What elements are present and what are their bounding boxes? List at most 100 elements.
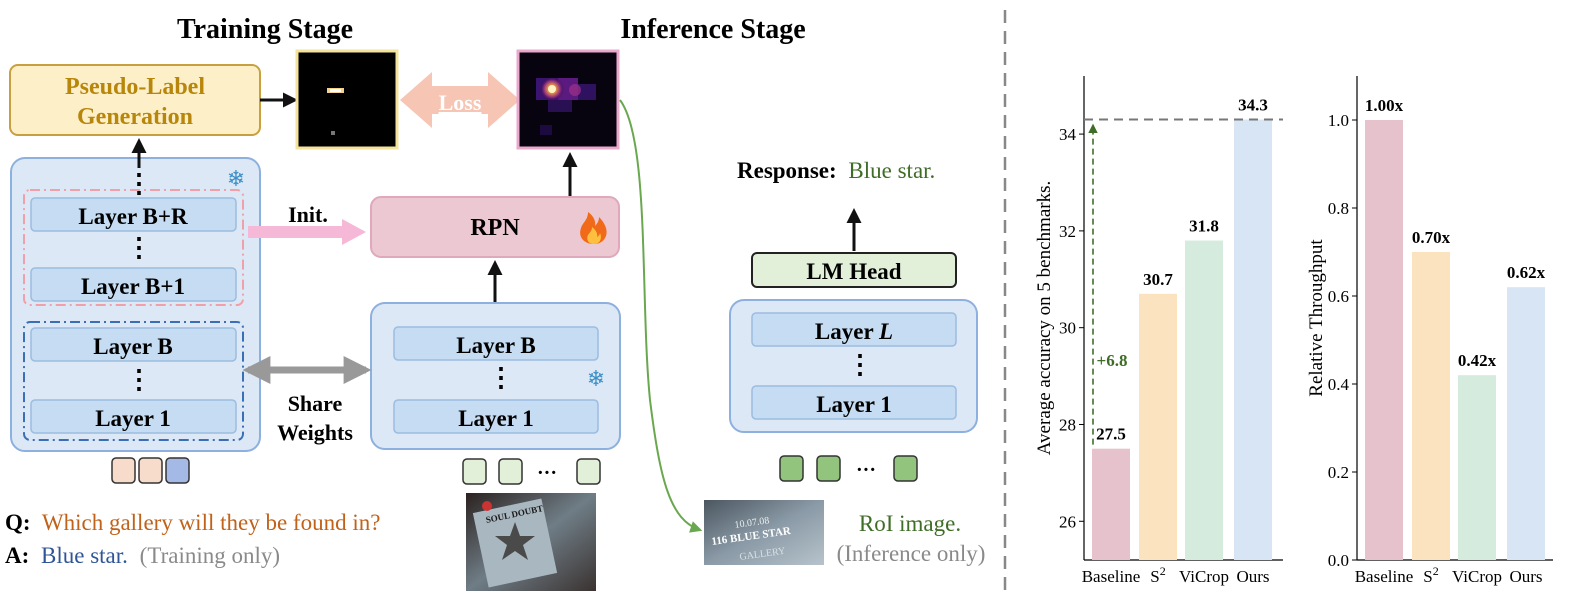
y-tick-label: 0.6 xyxy=(1328,287,1349,306)
bar-value-label: 1.00x xyxy=(1365,96,1404,115)
bar-s2 xyxy=(1412,252,1450,560)
left-layer-1: Layer 1 xyxy=(95,406,171,431)
training-input-tokens xyxy=(111,457,190,484)
bar-value-label: 0.70x xyxy=(1412,228,1451,247)
layer-b-plus-r: Layer B+R xyxy=(78,204,188,229)
left-encoder-module: ⋮ ❄ Layer B+R ⋮ Layer B+1 Layer B ⋮ Laye… xyxy=(10,157,261,452)
y-tick-label: 28 xyxy=(1059,415,1076,434)
upper-ellipsis: ⋮ xyxy=(126,233,152,262)
snowflake-icon: ❄ xyxy=(227,166,245,191)
y-axis-label: Relative Throughput xyxy=(1306,239,1327,397)
bar-baseline xyxy=(1092,448,1130,560)
response-text: Blue star. xyxy=(848,158,935,183)
lm-head-box xyxy=(751,252,957,288)
left-layer-b: Layer B xyxy=(93,334,172,359)
mid-layer-1: Layer 1 xyxy=(458,406,534,431)
bar-vicrop xyxy=(1458,375,1496,560)
y-tick-label: 26 xyxy=(1059,512,1076,531)
inference-stage-title: Inference Stage xyxy=(620,14,805,45)
pseudo-label-box: Pseudo-Label Generation xyxy=(9,64,261,136)
roi-text-date: 10.07.08 xyxy=(734,515,770,531)
lm-head-label: LM Head xyxy=(806,259,901,284)
training-stage-title: Training Stage xyxy=(177,14,353,45)
bar-value-label: 34.3 xyxy=(1238,96,1268,115)
pseudo-label-line1: Pseudo-Label xyxy=(65,74,205,100)
roi-caption: RoI image. xyxy=(859,511,961,536)
bar-value-label: 31.8 xyxy=(1189,217,1219,236)
y-tick-label: 34 xyxy=(1059,125,1077,144)
inference-input-tokens: ··· xyxy=(462,458,601,485)
init-label: Init. xyxy=(288,202,328,227)
svg-text:Q: Which gallery will th: Q: Which gallery will they be found in? xyxy=(5,510,380,535)
y-tick-label: 0.0 xyxy=(1328,551,1349,570)
rpn-box: RPN xyxy=(370,196,620,258)
x-tick-label: S2 xyxy=(1423,564,1438,586)
llm-layer-1: Layer 1 xyxy=(816,392,892,417)
mid-token-ellipsis: ··· xyxy=(537,462,557,484)
a-label: A: xyxy=(5,543,29,568)
bar-vicrop xyxy=(1185,240,1223,560)
layer-l: Layer L xyxy=(815,319,893,344)
heatmap-to-roi-arrow xyxy=(619,99,703,533)
loss-arrow: Loss xyxy=(400,72,520,128)
x-tick-label: Ours xyxy=(1509,567,1542,586)
y-tick-label: 1.0 xyxy=(1328,111,1349,130)
y-tick-label: 30 xyxy=(1059,319,1076,338)
svg-text:A: Blue star. (Tra: A: Blue star. (Training only) xyxy=(5,543,280,568)
init-arrow xyxy=(248,219,366,245)
gain-label: +6.8 xyxy=(1097,351,1128,370)
bar-value-label: 27.5 xyxy=(1096,425,1126,444)
roi-image: 10.07.08 116 BLUE STAR GALLERY xyxy=(704,500,824,565)
pseudo-label-line2: Generation xyxy=(77,104,193,130)
a-text: Blue star. xyxy=(41,543,128,568)
lower-ellipsis: ⋮ xyxy=(126,365,152,394)
fire-icon xyxy=(580,212,607,244)
loss-label: Loss xyxy=(439,90,482,115)
q-label: Q: xyxy=(5,510,31,535)
left-top-ellipsis: ⋮ xyxy=(126,169,152,198)
x-tick-label: ViCrop xyxy=(1452,567,1502,586)
x-tick-label: Ours xyxy=(1236,567,1269,586)
y-axis-label: Average accuracy on 5 benchmarks. xyxy=(1034,181,1055,455)
llm-module: Layer L ⋮ Layer 1 xyxy=(729,299,978,433)
input-photo: SOUL DOUBT xyxy=(466,493,596,591)
bar-value-label: 0.42x xyxy=(1458,351,1497,370)
pseudo-label-map xyxy=(295,49,399,150)
bar-value-label: 30.7 xyxy=(1143,270,1173,289)
roi-caption-note: (Inference only) xyxy=(837,541,986,566)
y-tick-label: 0.4 xyxy=(1328,375,1350,394)
weights-label: Weights xyxy=(277,420,353,445)
response-label: Response: xyxy=(737,158,837,183)
bar-baseline xyxy=(1365,120,1403,560)
llm-token-ellipsis: ··· xyxy=(856,459,876,481)
mid-ellipsis: ⋮ xyxy=(488,363,514,392)
q-text: Which gallery will they be found in? xyxy=(42,510,381,535)
share-label: Share xyxy=(288,391,343,416)
response-line: Response: Blue star. xyxy=(737,158,935,183)
upper-layer-group xyxy=(23,189,244,306)
y-tick-label: 32 xyxy=(1059,222,1076,241)
llm-ellipsis: ⋮ xyxy=(847,350,873,379)
rpn-label: RPN xyxy=(470,215,520,241)
x-tick-label: Baseline xyxy=(1082,567,1141,586)
bar-value-label: 0.62x xyxy=(1507,263,1546,282)
a-note: (Training only) xyxy=(140,543,280,568)
bar-ours xyxy=(1234,119,1272,560)
qa-block: Q: Which gallery will they be found in? … xyxy=(5,510,380,568)
x-tick-label: S2 xyxy=(1150,564,1165,586)
bar-s2 xyxy=(1139,293,1177,560)
y-tick-label: 0.8 xyxy=(1328,199,1349,218)
x-tick-label: Baseline xyxy=(1355,567,1414,586)
llm-input-tokens: ··· xyxy=(779,455,918,482)
mid-layer-b: Layer B xyxy=(456,333,535,358)
predicted-heatmap xyxy=(516,49,620,150)
bar-ours xyxy=(1507,287,1545,560)
x-tick-label: ViCrop xyxy=(1179,567,1229,586)
snowflake-icon: ❄ xyxy=(587,366,605,391)
middle-encoder-module: Layer B ⋮ Layer 1 ❄ xyxy=(370,302,621,450)
layer-b-plus-1: Layer B+1 xyxy=(81,274,185,299)
y-tick-label: 0.2 xyxy=(1328,463,1349,482)
